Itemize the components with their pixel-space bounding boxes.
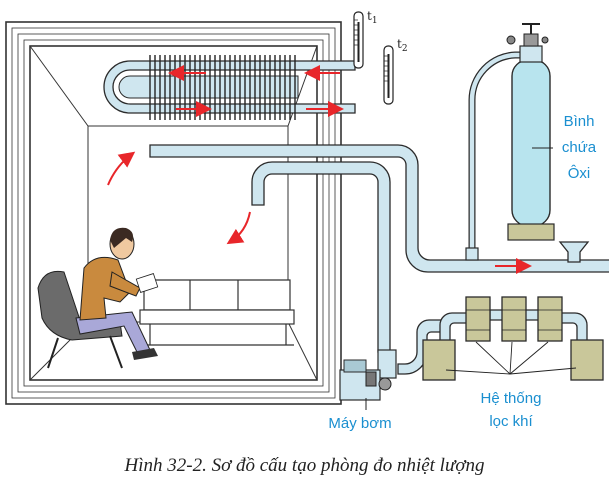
arrow-icon xyxy=(226,211,251,245)
label-oxygen-tank-line3: Ôxi xyxy=(568,165,591,182)
label-filter-system-line1: Hệ thống xyxy=(481,390,542,407)
figure-caption: Hình 32-2. Sơ đồ cấu tạo phòng đo nhiệt … xyxy=(124,455,485,476)
valve-icon xyxy=(506,23,549,47)
label-pump: Máy bơm xyxy=(328,415,391,432)
thermometer-icon xyxy=(353,11,364,69)
pump xyxy=(339,349,397,410)
arrow-icon xyxy=(107,151,136,186)
label-t2: t2 xyxy=(397,37,408,54)
label-oxygen-tank-line2: chứa xyxy=(562,139,597,156)
room-walls xyxy=(5,21,342,405)
sofa-icon xyxy=(139,279,295,346)
label-filter-system-line2: lọc khí xyxy=(489,413,533,430)
flow-arrows xyxy=(107,65,532,274)
label-oxygen-tank-line1: Bình xyxy=(564,113,595,130)
person-icon xyxy=(37,227,159,369)
thermometer-icon xyxy=(383,45,394,105)
oxygen-tank xyxy=(465,23,555,261)
label-t1: t1 xyxy=(367,9,378,26)
air-filter-system xyxy=(422,296,604,381)
filter-pointer-lines xyxy=(445,341,577,375)
